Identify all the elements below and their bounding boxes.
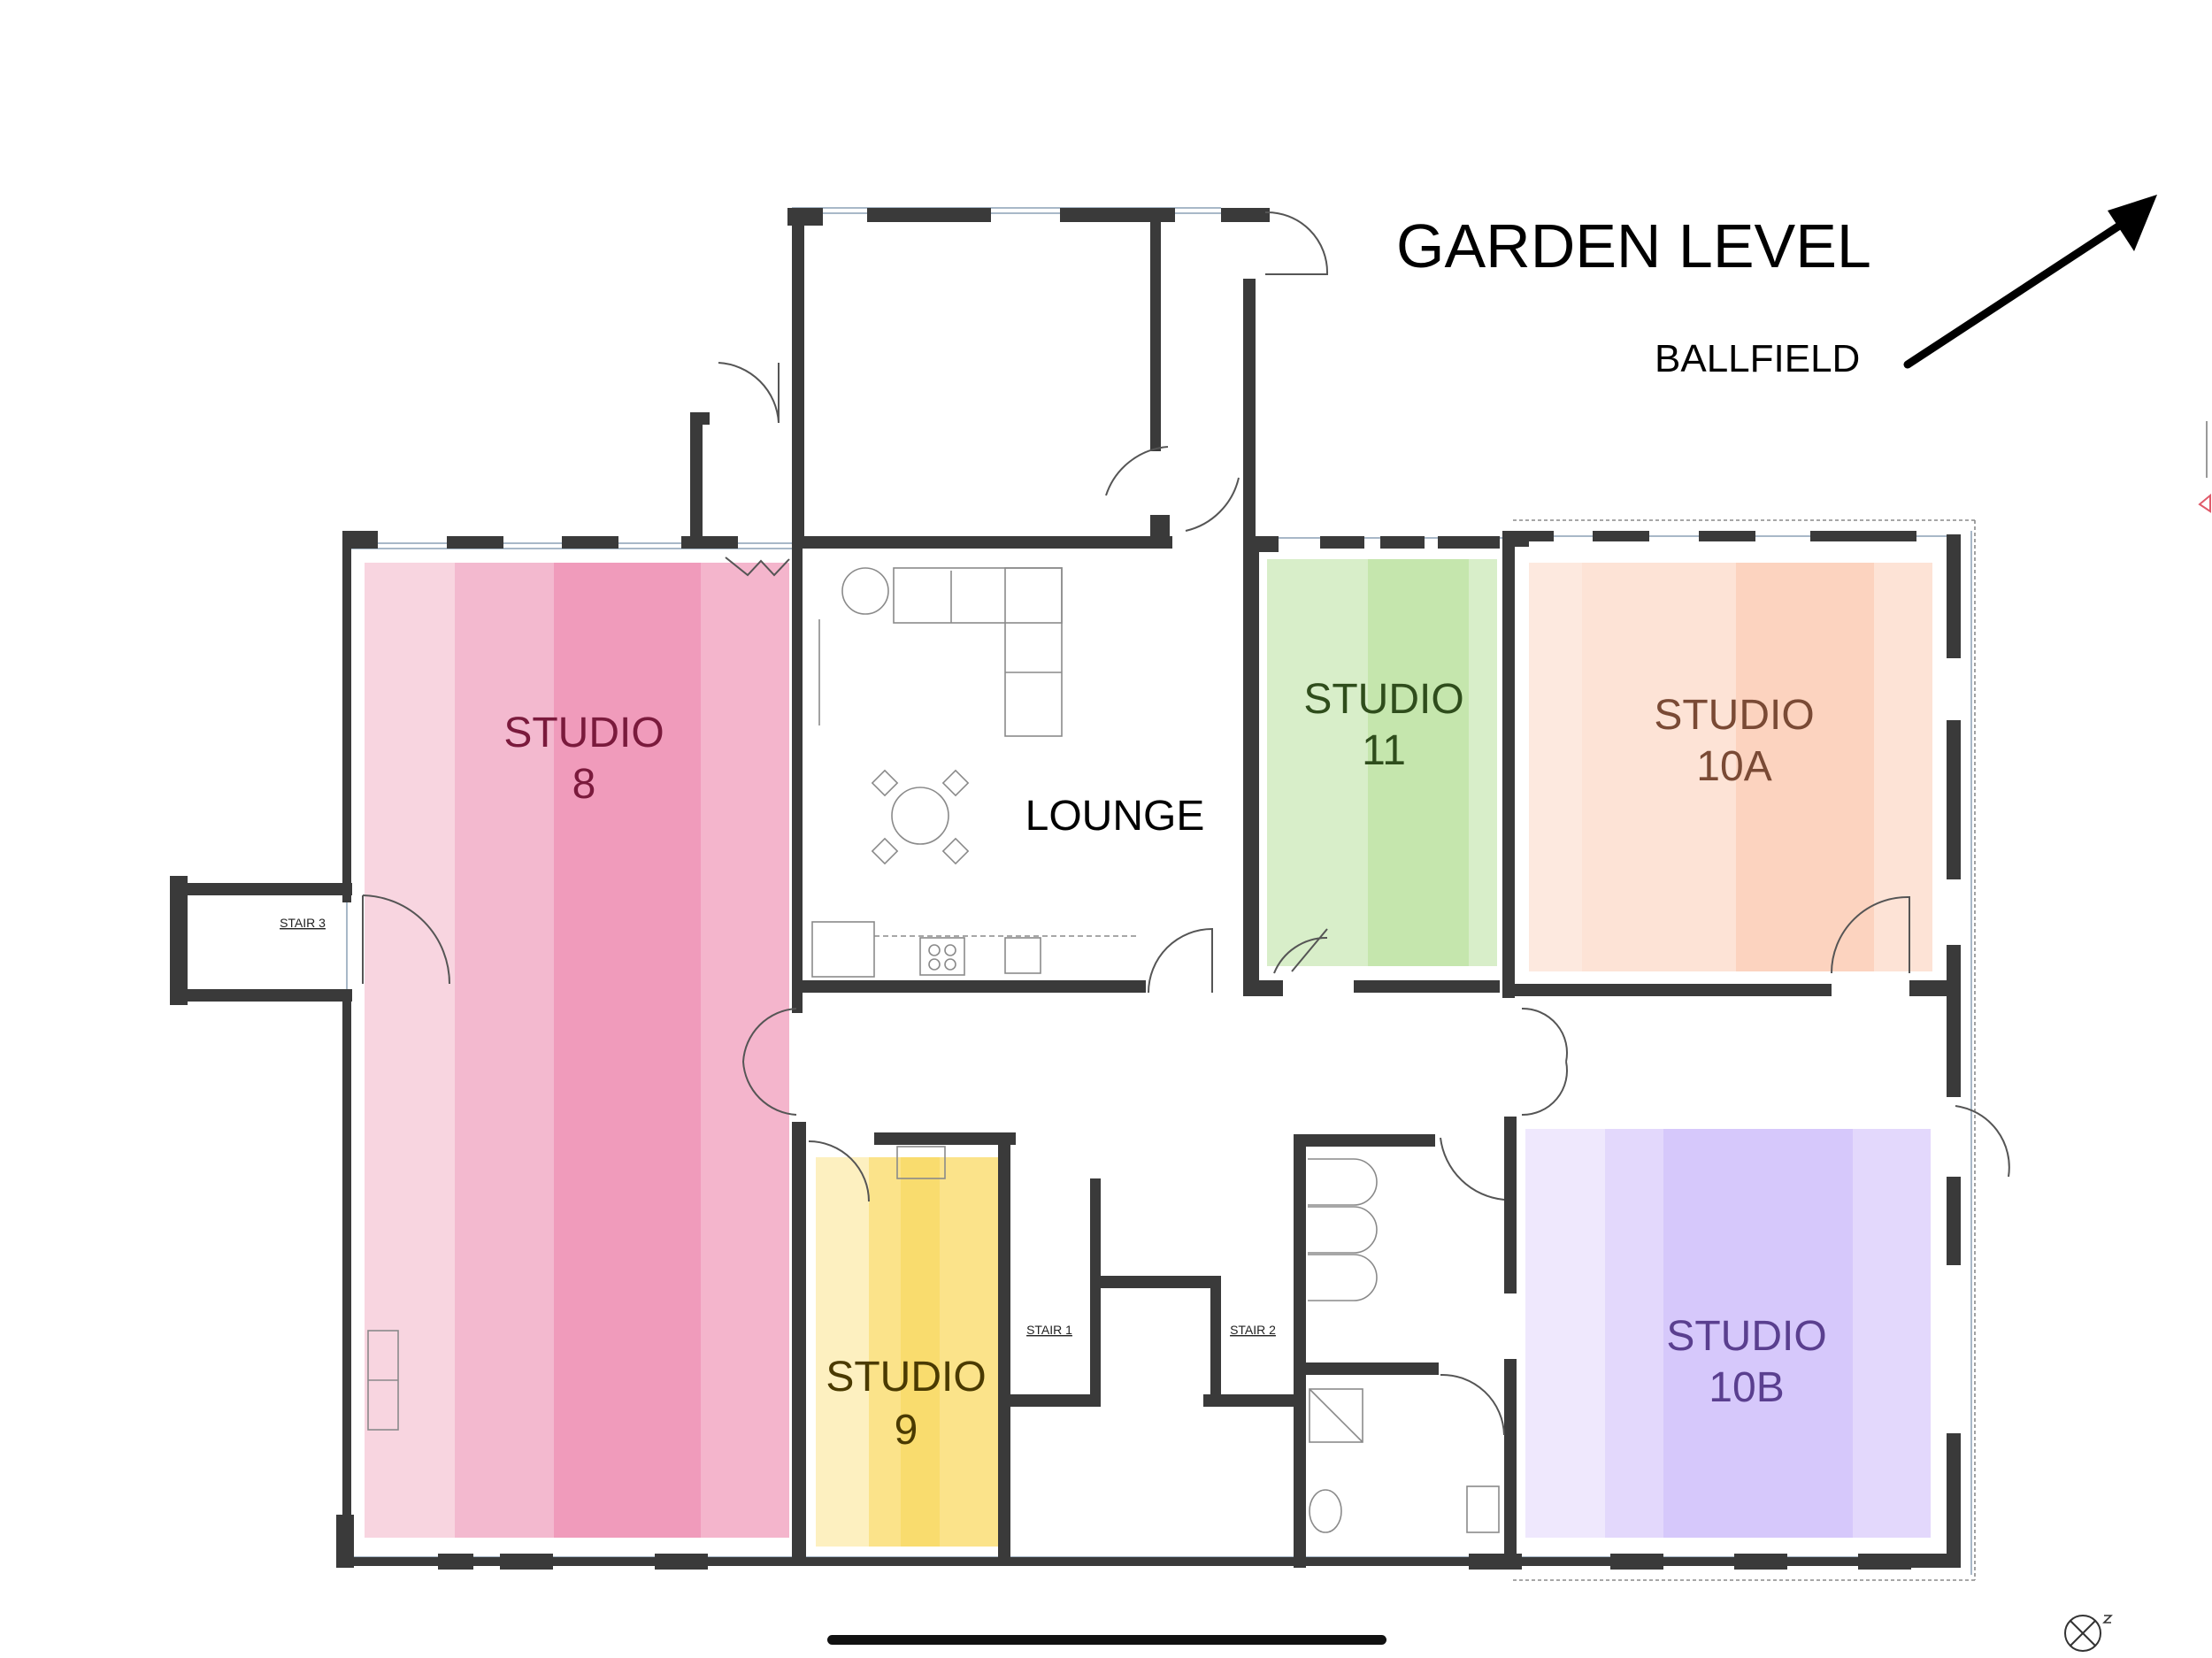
- lounge-furniture: [811, 567, 1136, 978]
- studio-8-fill: [365, 563, 789, 1538]
- studio-8-label-line2: 8: [572, 761, 596, 808]
- studio-10a-band-2: [1582, 563, 1736, 971]
- studio-9-band-3: [901, 1157, 940, 1547]
- studio-11-label-line2: 11: [1362, 727, 1406, 774]
- stair-3-label: STAIR 3: [280, 916, 326, 930]
- door-swings: [362, 211, 2010, 1436]
- studio-10a-band-4: [1874, 563, 1932, 971]
- direction-arrow-icon: [1903, 195, 2157, 369]
- north-arrow-icon: [2064, 1615, 2113, 1652]
- studio-9-band-4: [940, 1157, 1002, 1547]
- studio-11-label-line1: STUDIO: [1303, 676, 1463, 723]
- studio-11-band-3: [1469, 559, 1497, 966]
- studio-9-fill: [816, 1157, 1002, 1547]
- page-title: GARDEN LEVEL: [1396, 211, 1871, 280]
- studio-10a-band-3: [1736, 563, 1874, 971]
- stair-1-label: STAIR 1: [1026, 1323, 1072, 1337]
- studio-10b-band-1: [1525, 1129, 1605, 1538]
- studio-8-band-3: [554, 563, 701, 1538]
- studio-9-band-2: [869, 1157, 901, 1547]
- studio-9-label-line1: STUDIO: [826, 1354, 986, 1401]
- lounge-label: LOUNGE: [1025, 793, 1205, 840]
- studio-9-label-line2: 9: [895, 1407, 918, 1454]
- home-indicator[interactable]: [827, 1635, 1386, 1645]
- studio-8-band-2: [455, 563, 554, 1538]
- studio-11-band-2: [1368, 559, 1469, 966]
- direction-label: BALLFIELD: [1655, 337, 1860, 380]
- studio-10a-fill: [1529, 563, 1932, 971]
- margin-marks: [2198, 421, 2211, 513]
- studio-11-fill: [1267, 559, 1497, 966]
- studio-10b-band-3: [1663, 1129, 1853, 1538]
- stair-2-label: STAIR 2: [1230, 1323, 1276, 1337]
- studio-11-band-1: [1267, 559, 1368, 966]
- room-labels: STUDIO 8 STUDIO 9 STUDIO 11 STUDIO 10A S…: [280, 676, 1827, 1454]
- studio-8-label-line1: STUDIO: [503, 710, 664, 756]
- studio-10b-label-line1: STUDIO: [1666, 1313, 1826, 1360]
- studio-9-band-1: [816, 1157, 869, 1547]
- studio-10a-label-line2: 10A: [1696, 743, 1771, 790]
- studio-10b-band-2: [1605, 1129, 1663, 1538]
- studio-10b-label-line2: 10B: [1709, 1364, 1784, 1411]
- bath-fixtures: [367, 1146, 1500, 1533]
- studio-10a-label-line1: STUDIO: [1654, 692, 1814, 739]
- studio-10b-fill: [1525, 1129, 1931, 1538]
- studio-8-band-1: [365, 563, 455, 1538]
- studio-10b-band-4: [1853, 1129, 1931, 1538]
- walls: [170, 208, 1961, 1570]
- studio-10a-band-1: [1529, 563, 1582, 971]
